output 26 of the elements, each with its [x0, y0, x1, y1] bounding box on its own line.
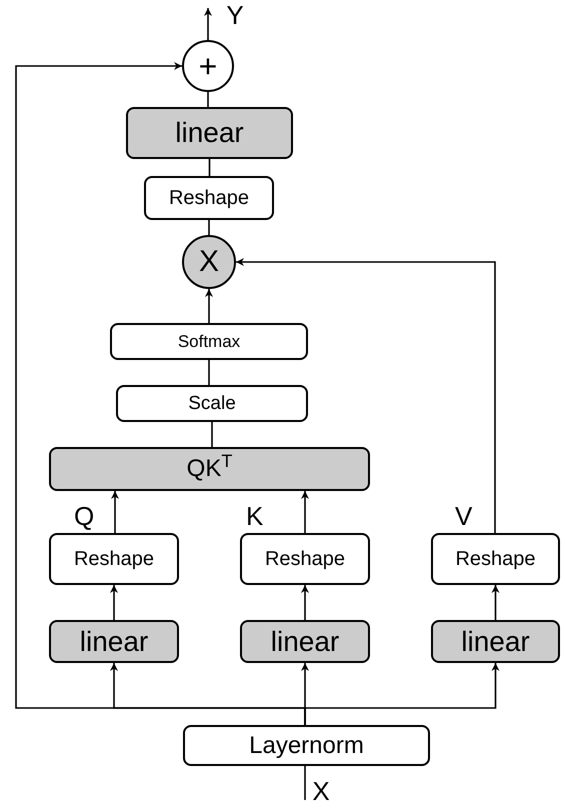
- process-box: Layernorm: [183, 725, 430, 766]
- process-box: Reshape: [144, 176, 274, 220]
- signal-label: Y: [224, 2, 246, 28]
- signal-label: Q: [74, 503, 94, 529]
- arrow: [301, 585, 309, 620]
- layer-box: linear: [126, 107, 293, 159]
- process-box: Reshape: [431, 533, 560, 585]
- signal-label: X: [310, 778, 332, 804]
- signal-label: V: [455, 503, 472, 529]
- arrow: [304, 663, 500, 725]
- layer-box: linear: [431, 620, 560, 663]
- layer-box: linear: [49, 620, 179, 663]
- arrow: [204, 8, 212, 40]
- signal-label: K: [246, 503, 264, 529]
- arrow: [110, 585, 118, 620]
- layer-box: QK$^{T}$: [49, 447, 370, 491]
- arrow: [492, 585, 500, 620]
- layer-box: linear: [240, 620, 370, 663]
- arrow: [205, 289, 213, 323]
- process-box: Reshape: [240, 533, 370, 585]
- arrow: [301, 491, 309, 533]
- process-box: Scale: [116, 385, 308, 422]
- process-box: Reshape: [49, 533, 179, 585]
- arrow: [111, 491, 119, 533]
- process-box: Softmax: [110, 323, 308, 360]
- arrow: [236, 258, 496, 533]
